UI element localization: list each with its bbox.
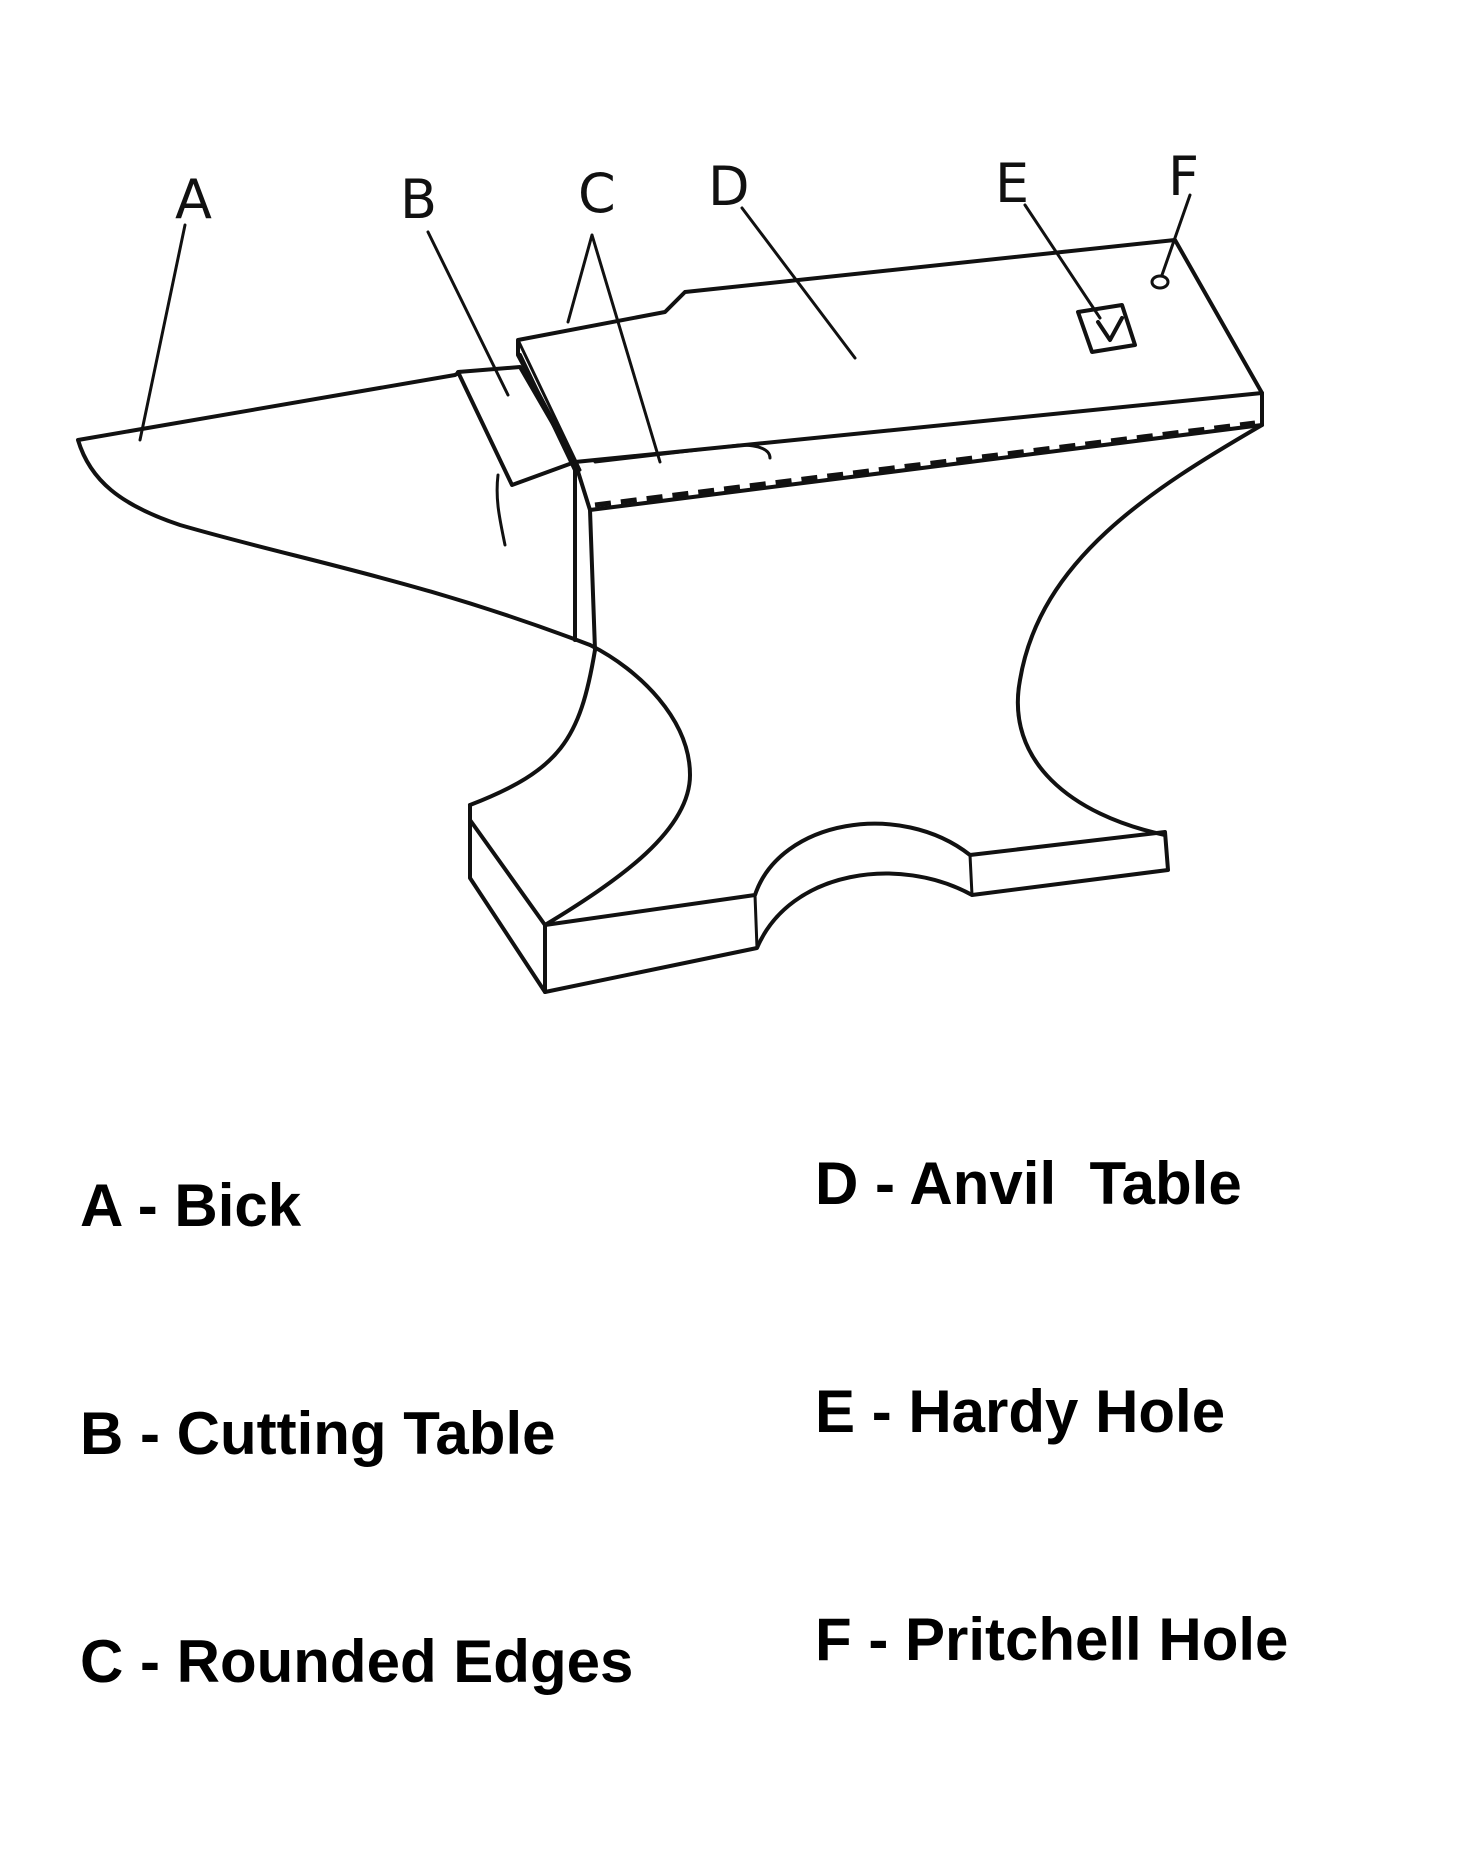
leader-d (740, 206, 857, 360)
legend-left: A - Bick B - Cutting Table C - Rounded E… (80, 1016, 633, 1852)
rounded-edge-strip (593, 443, 772, 464)
legend-item: C - Rounded Edges (80, 1628, 634, 1695)
callout-d: D (708, 155, 750, 218)
waist-left (543, 643, 692, 927)
legend-item: A - Bick (80, 1172, 302, 1239)
anvil-drawing: A B C D E F (76, 145, 1264, 994)
leader-e (1023, 203, 1102, 320)
base-front-edges (753, 853, 974, 950)
callout-a: A (175, 168, 212, 231)
callout-e: E (995, 152, 1029, 215)
face-dashed-line (594, 420, 1256, 508)
callout-c: C (578, 162, 616, 225)
waist-right (1015, 423, 1264, 837)
waist-left-front (468, 648, 597, 807)
hardy-hole (1076, 303, 1137, 354)
callout-b: B (400, 168, 437, 231)
leader-a (138, 223, 187, 442)
legend-item: D - Anvil Table (815, 1150, 1242, 1217)
anvil-diagram: A B C D E F A - Bick B - Cutting Table C… (76, 145, 1288, 1695)
leader-b (426, 230, 510, 397)
pritchell-hole (1150, 274, 1170, 290)
cutting-table-side (495, 473, 507, 547)
step-front-edge (516, 338, 582, 472)
callout-f: F (1168, 145, 1199, 208)
horn-outline (76, 370, 592, 647)
leader-c (566, 233, 662, 464)
legend-item: B - Cutting Table (80, 1400, 556, 1467)
base-outline (468, 803, 547, 994)
step-vertical-edge (518, 353, 597, 652)
legend-item: F - Pritchell Hole (815, 1606, 1289, 1673)
leader-f (1160, 193, 1192, 277)
base-front (543, 821, 1170, 994)
legend-right: D - Anvil Table E - Hardy Hole F - Pritc… (815, 994, 1288, 1830)
legend-item: E - Hardy Hole (815, 1378, 1226, 1445)
